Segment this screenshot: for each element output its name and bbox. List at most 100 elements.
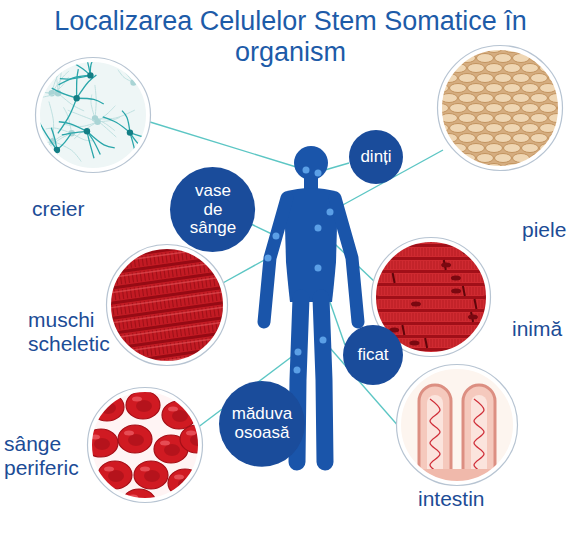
striation (121, 365, 122, 375)
striation (223, 260, 224, 270)
striation (419, 313, 420, 321)
striation (392, 287, 393, 295)
striation (464, 274, 465, 282)
striation (416, 261, 417, 269)
striation (425, 287, 426, 295)
striation (443, 300, 444, 308)
neuron-body (87, 72, 93, 78)
striation (179, 236, 180, 246)
striation (440, 287, 441, 295)
skin-cell (459, 94, 476, 103)
striation (464, 300, 465, 308)
striation (437, 326, 438, 334)
circle-border (397, 365, 518, 486)
striation (425, 261, 426, 269)
striation (401, 274, 402, 282)
striation (416, 313, 417, 321)
striation (236, 349, 237, 359)
nucleus (441, 263, 451, 268)
striation (410, 261, 411, 269)
striation (419, 248, 420, 256)
neuron-branch (77, 69, 79, 98)
striation (93, 278, 94, 288)
skin-cell (459, 114, 476, 123)
striation (88, 248, 89, 258)
striation (230, 304, 231, 314)
striation (464, 352, 465, 360)
striation (114, 260, 115, 270)
skin-cell (450, 44, 467, 53)
neuron-branch (22, 89, 51, 93)
striation (422, 365, 423, 373)
skin-cell (504, 144, 521, 153)
striation (458, 313, 459, 321)
nucleus (451, 289, 461, 294)
striation (452, 248, 453, 256)
striation (133, 363, 134, 373)
skin-cell (432, 44, 449, 53)
skin-cell (477, 134, 494, 143)
striation (401, 287, 402, 295)
fiber-highlight (105, 350, 244, 369)
tissue-label: inimă (512, 317, 562, 341)
striation (431, 287, 432, 295)
striation (234, 334, 235, 344)
intercalated-disc (384, 234, 386, 244)
neuron-branch (98, 106, 116, 122)
striation (223, 229, 224, 239)
striation (422, 248, 423, 256)
striation (230, 365, 231, 375)
striation (395, 287, 396, 295)
striation (467, 274, 468, 282)
skin-cell (495, 114, 512, 123)
striation (422, 313, 423, 321)
striation (482, 352, 483, 360)
neuron-branch (64, 122, 97, 127)
striation (482, 300, 483, 308)
striation (174, 373, 175, 383)
striation (428, 248, 429, 256)
striation (407, 287, 408, 295)
skin-cell (432, 144, 449, 153)
striation (219, 230, 220, 240)
striation (401, 261, 402, 269)
striation (109, 367, 110, 377)
striation (476, 248, 477, 256)
striation (413, 326, 414, 334)
striation (479, 339, 480, 347)
striation (398, 287, 399, 295)
striation (401, 326, 402, 334)
nucleus (411, 302, 421, 307)
skin-cell (504, 104, 521, 113)
striation (210, 368, 211, 378)
striation (183, 235, 184, 245)
striation (458, 326, 459, 334)
skin-cell (486, 64, 503, 73)
striation (455, 326, 456, 334)
striation (123, 350, 124, 360)
striation (479, 352, 480, 360)
skin-cell (558, 64, 575, 73)
site-circle: ficat (343, 325, 403, 385)
striation (455, 248, 456, 256)
striation (485, 235, 486, 243)
skin-cell (450, 104, 467, 113)
striation (100, 247, 101, 257)
tissue-ground (440, 48, 560, 168)
neuron-branch (87, 131, 100, 154)
striation (208, 353, 209, 363)
skin-cell (567, 74, 581, 83)
striation (443, 248, 444, 256)
striation (219, 260, 220, 270)
striation (431, 313, 432, 321)
circle-ring (399, 367, 515, 483)
skin-cell (540, 44, 557, 53)
body-dot (320, 337, 327, 344)
striation (464, 235, 465, 243)
striation (111, 382, 112, 392)
circle-outline (109, 247, 225, 363)
striation (386, 313, 387, 321)
skin-cell (567, 154, 581, 163)
striation (131, 379, 132, 389)
striation (446, 300, 447, 308)
